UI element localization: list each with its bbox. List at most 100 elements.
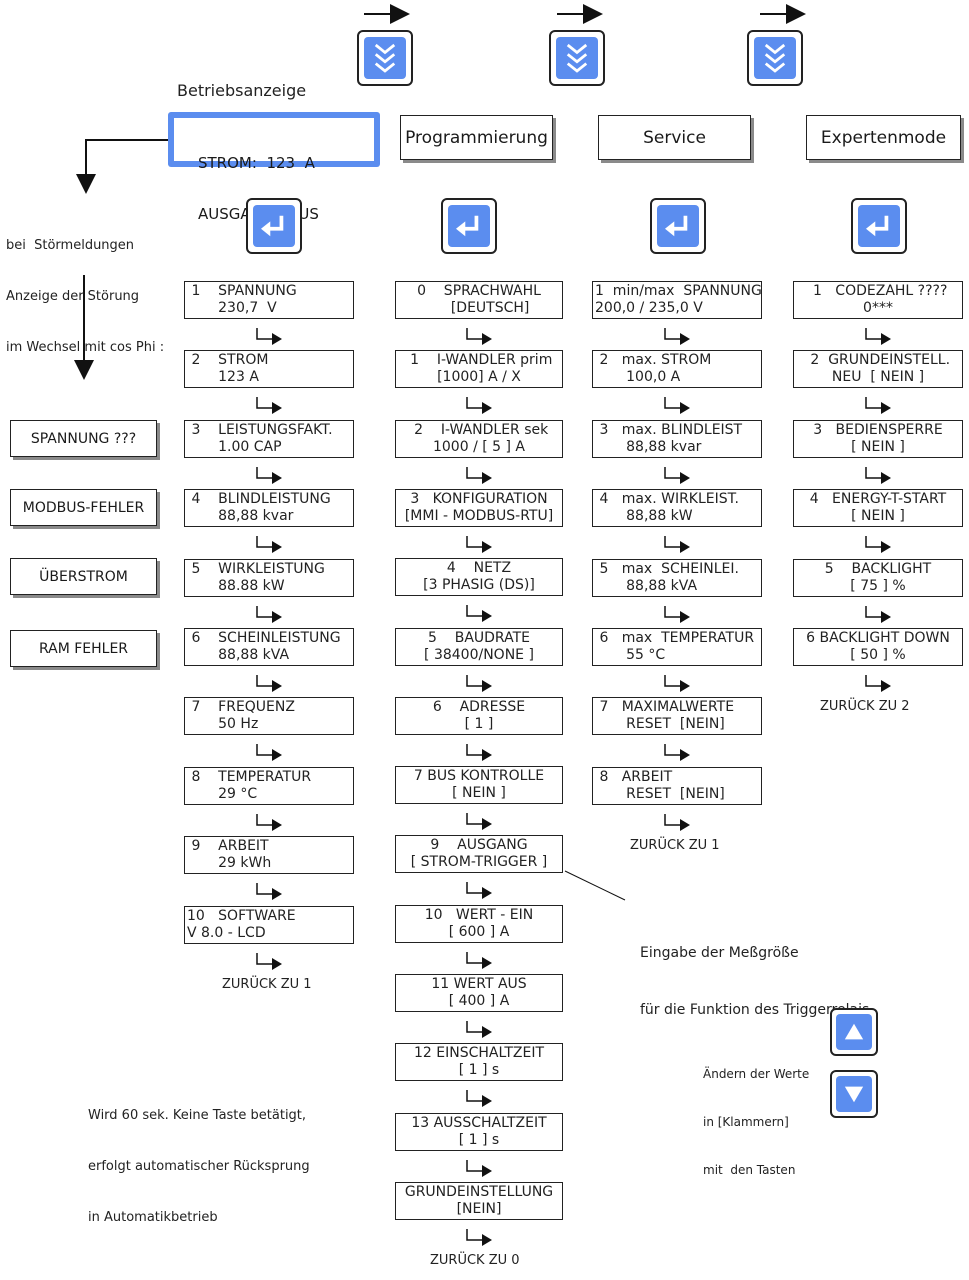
col3-menu-item[interactable]: 6 max TEMPERATUR 55 °C [592, 628, 762, 666]
fault-modbus: MODBUS-FEHLER [10, 489, 157, 526]
triangle-up-icon [844, 1023, 864, 1040]
col4-menu-item[interactable]: 6 BACKLIGHT DOWN[ 50 ] % [793, 628, 963, 666]
menu-item-title: GRUNDEINSTELLUNG [404, 1184, 554, 1200]
enter-key-4[interactable] [851, 198, 907, 254]
small-return-arrow-icon [466, 536, 492, 553]
col1-menu-item[interactable]: 6 SCHEINLEISTUNG 88,88 kVA [184, 628, 354, 666]
menu-item-value: 88,88 kvar [187, 508, 294, 524]
col1-menu-item[interactable]: 8 TEMPERATUR 29 °C [184, 767, 354, 805]
small-return-arrow-icon [466, 1229, 492, 1246]
menu-item-title: 10 SOFTWARE [187, 908, 296, 924]
menu-item-title: 4 NETZ [446, 560, 512, 576]
fault-note-line: im Wechsel mit cos Phi : [6, 340, 165, 355]
col3-back-label: ZURÜCK ZU 1 [630, 838, 720, 853]
col2-menu-item[interactable]: 9 AUSGANG[ STROM-TRIGGER ] [395, 835, 563, 873]
col2-menu-item[interactable]: 7 BUS KONTROLLE[ NEIN ] [395, 766, 563, 804]
col2-menu-item[interactable]: 0 SPRACHWAHL [DEUTSCH] [395, 281, 563, 319]
menu-item-value: 1000 / [ 5 ] A [432, 439, 525, 455]
col3-menu-item[interactable]: 8 ARBEIT RESET [NEIN] [592, 767, 762, 805]
menu-item-value: 88,88 kW [595, 508, 693, 524]
menu-item-title: 2 STROM [187, 352, 269, 368]
col3-menu-item[interactable]: 5 max SCHEINLEI. 88,88 kVA [592, 559, 762, 597]
header-service[interactable]: Service [598, 115, 751, 160]
menu-item-value: [NEIN] [456, 1201, 502, 1217]
enter-icon [665, 215, 688, 237]
col3-menu-item[interactable]: 3 max. BLINDLEIST 88,88 kvar [592, 420, 762, 458]
header-programmierung[interactable]: Programmierung [400, 115, 553, 160]
menu-item-value: [ 400 ] A [448, 993, 510, 1009]
col3-menu-item[interactable]: 2 max. STROM 100,0 A [592, 350, 762, 388]
col4-menu-item[interactable]: 1 CODEZAHL ????0*** [793, 281, 963, 319]
keys-note-line: Ändern der Werte [703, 1067, 810, 1081]
col1-menu-item[interactable]: 2 STROM 123 A [184, 350, 354, 388]
small-return-arrow-icon [256, 467, 282, 484]
small-return-arrow-icon [256, 675, 282, 692]
menu-item-title: 11 WERT AUS [431, 976, 527, 992]
col1-menu-item[interactable]: 7 FREQUENZ 50 Hz [184, 697, 354, 735]
menu-item-title: 9 AUSGANG [430, 837, 528, 853]
col2-menu-item[interactable]: 13 AUSSCHALTZEIT[ 1 ] s [395, 1113, 563, 1151]
timeout-note-line: Wird 60 sek. Keine Taste betätigt, [88, 1108, 307, 1123]
main-lcd-display: STROM: 123 A AUSGANG: AUS [168, 112, 380, 223]
col1-menu-item[interactable]: 5 WIRKLEISTUNG 88.88 kW [184, 559, 354, 597]
menu-item-title: 6 BACKLIGHT DOWN [806, 630, 950, 646]
enter-key-1[interactable] [246, 198, 302, 254]
small-return-arrow-icon [664, 536, 690, 553]
menu-item-title: 13 AUSSCHALTZEIT [411, 1115, 547, 1131]
enter-key-2[interactable] [441, 198, 497, 254]
enter-key-3[interactable] [650, 198, 706, 254]
menu-item-value: V 8.0 - LCD [187, 925, 266, 941]
small-return-arrow-icon [466, 1090, 492, 1107]
col4-menu-item[interactable]: 3 BEDIENSPERRE[ NEIN ] [793, 420, 963, 458]
col1-menu-item[interactable]: 1 SPANNUNG 230,7 V [184, 281, 354, 319]
col2-menu-item[interactable]: 10 WERT - EIN[ 600 ] A [395, 905, 563, 943]
col4-menu-item[interactable]: 4 ENERGY-T-START[ NEIN ] [793, 489, 963, 527]
menu-item-title: 6 max TEMPERATUR [595, 630, 755, 646]
header-expertenmode[interactable]: Expertenmode [806, 115, 961, 160]
menu-item-value: RESET [NEIN] [595, 786, 725, 802]
col2-menu-item[interactable]: 12 EINSCHALTZEIT[ 1 ] s [395, 1043, 563, 1081]
keys-note-line: mit den Tasten [703, 1163, 796, 1177]
down-key-1[interactable] [357, 30, 413, 86]
col1-menu-item[interactable]: 3 LEISTUNGSFAKT. 1.00 CAP [184, 420, 354, 458]
fault-note-line: Anzeige der Störung [6, 289, 140, 304]
col2-back-label: ZURÜCK ZU 0 [430, 1253, 520, 1268]
col3-menu-item[interactable]: 7 MAXIMALWERTE RESET [NEIN] [592, 697, 762, 735]
timeout-note-line: in Automatikbetrieb [88, 1210, 218, 1225]
col2-menu-item[interactable]: 1 I-WANDLER prim[1000] A / X [395, 350, 563, 388]
menu-item-value: 100,0 A [595, 369, 681, 385]
menu-item-title: 7 BUS KONTROLLE [413, 768, 545, 784]
col2-menu-item[interactable]: 3 KONFIGURATION[MMI - MODBUS-RTU] [395, 489, 563, 527]
small-return-arrow-icon [466, 328, 492, 345]
menu-item-title: 3 BEDIENSPERRE [813, 422, 943, 438]
menu-item-title: 3 LEISTUNGSFAKT. [187, 422, 333, 438]
down-key-2[interactable] [549, 30, 605, 86]
menu-item-title: 2 max. STROM [595, 352, 712, 368]
fault-ueberstrom: ÜBERSTROM [10, 558, 157, 595]
col1-menu-item[interactable]: 4 BLINDLEISTUNG 88,88 kvar [184, 489, 354, 527]
col2-menu-item[interactable]: 5 BAUDRATE[ 38400/NONE ] [395, 628, 563, 666]
col2-menu-item[interactable]: GRUNDEINSTELLUNG[NEIN] [395, 1182, 563, 1220]
down-key[interactable] [830, 1070, 878, 1118]
small-return-arrow-icon [865, 675, 891, 692]
col2-menu-item[interactable]: 11 WERT AUS[ 400 ] A [395, 974, 563, 1012]
small-return-arrow-icon [664, 397, 690, 414]
small-return-arrow-icon [256, 606, 282, 623]
col2-menu-item[interactable]: 4 NETZ[3 PHASIG (DS)] [395, 558, 563, 596]
small-return-arrow-icon [664, 606, 690, 623]
col2-menu-item[interactable]: 6 ADRESSE[ 1 ] [395, 697, 563, 735]
down-key-3[interactable] [747, 30, 803, 86]
menu-item-value: NEU [ NEIN ] [831, 369, 925, 385]
up-key[interactable] [830, 1008, 878, 1056]
menu-item-value: [ 38400/NONE ] [424, 647, 534, 663]
col3-menu-item[interactable]: 4 max. WIRKLEIST. 88,88 kW [592, 489, 762, 527]
col1-menu-item[interactable]: 9 ARBEIT 29 kWh [184, 836, 354, 874]
menu-item-value: [ 1 ] s [458, 1062, 500, 1078]
small-return-arrow-icon [466, 467, 492, 484]
col4-menu-item[interactable]: 2 GRUNDEINSTELL.NEU [ NEIN ] [793, 350, 963, 388]
menu-item-title: 1 I-WANDLER prim [405, 352, 553, 368]
col4-menu-item[interactable]: 5 BACKLIGHT[ 75 ] % [793, 559, 963, 597]
